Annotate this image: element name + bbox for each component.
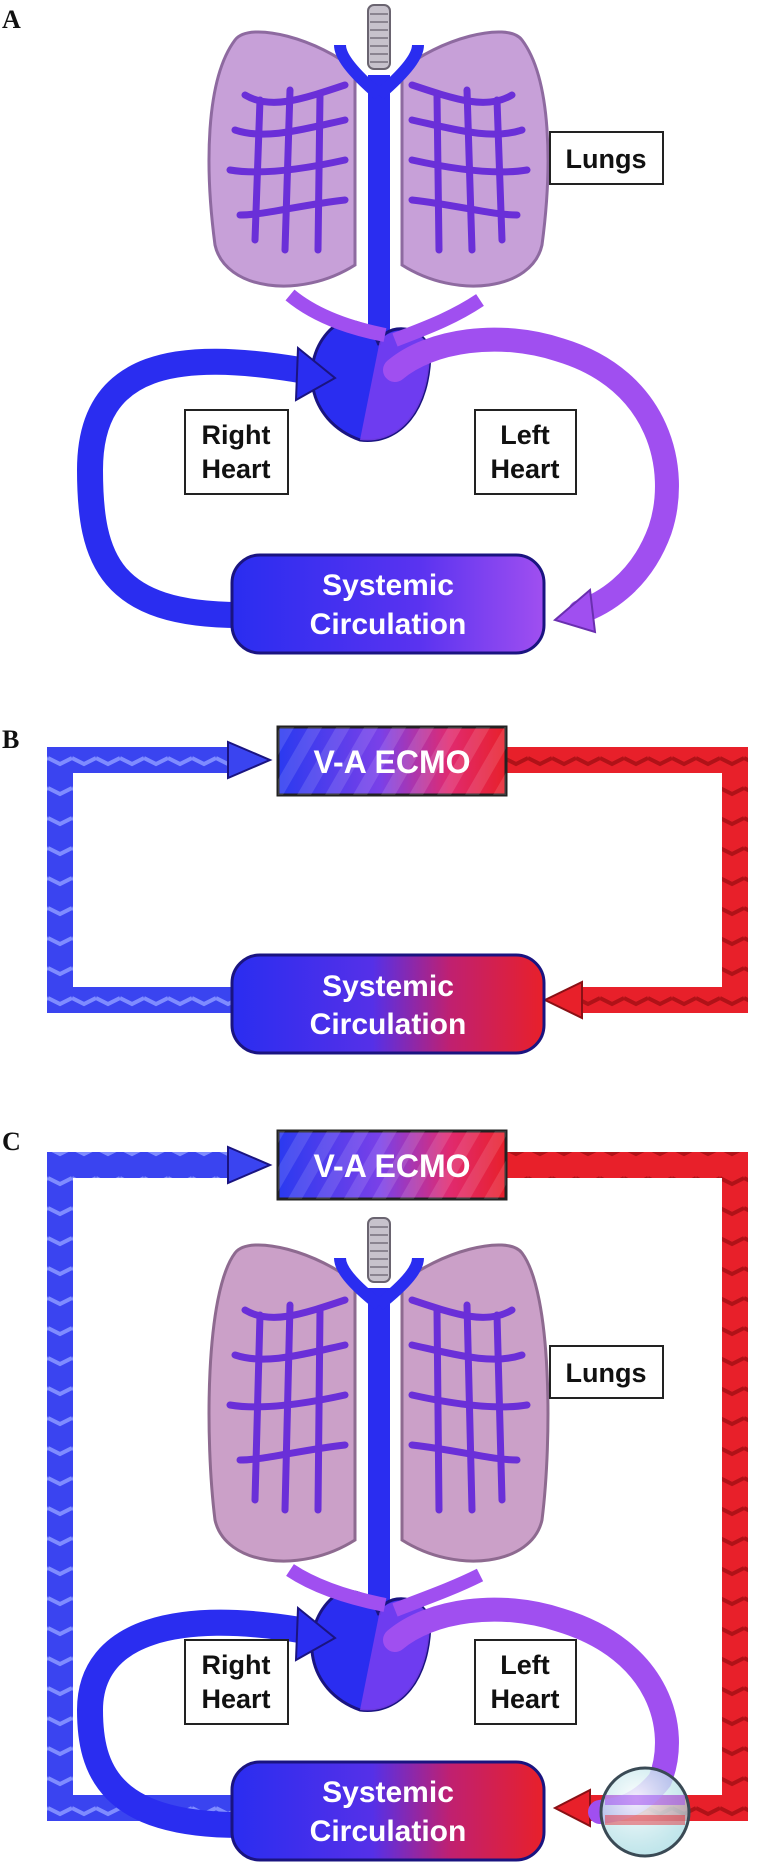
svg-text:Heart: Heart: [201, 1684, 270, 1714]
panel-c: C V-A ECMO: [2, 1127, 748, 1862]
arterial-outflow-path: [383, 327, 679, 624]
venous-drainage-cannula-b: [47, 747, 238, 1013]
ecmo-circuit-b: V-A ECMO: [276, 725, 508, 797]
trachea: [367, 4, 391, 70]
systemic-circulation-b: Systemic Circulation: [230, 953, 546, 1055]
venous-return-path: [76, 348, 313, 628]
right-heart-label-box-c: Right Heart: [184, 1639, 289, 1725]
svg-text:Circulation: Circulation: [310, 608, 467, 641]
pulmonary-veins: [285, 289, 484, 347]
panel-letter-b: B: [2, 725, 19, 754]
lungs-label-box-c: Lungs: [549, 1345, 664, 1399]
panel-a: A: [2, 4, 679, 655]
trachea-c: [367, 1217, 391, 1283]
svg-text:Heart: Heart: [201, 454, 270, 484]
svg-text:Lungs: Lungs: [566, 1358, 647, 1388]
svg-text:Systemic: Systemic: [322, 1776, 454, 1809]
venous-return-path-c: [76, 1609, 313, 1838]
right-heart-label-box-a: Right Heart: [184, 409, 289, 495]
systemic-circulation-a: Systemic Circulation: [230, 553, 546, 655]
svg-text:Heart: Heart: [490, 454, 559, 484]
lungs: [207, 30, 550, 288]
left-heart-label-box-a: Left Heart: [474, 409, 577, 495]
svg-text:Left: Left: [500, 1650, 550, 1680]
svg-text:Right: Right: [202, 420, 271, 450]
arterial-return-cannula-b: [505, 747, 748, 1013]
svg-text:Heart: Heart: [490, 1684, 559, 1714]
lungs-c: [207, 1243, 550, 1563]
ecmo-circuit-c: V-A ECMO: [276, 1129, 508, 1201]
systemic-circulation-c: Systemic Circulation: [230, 1760, 546, 1862]
panel-letter-c: C: [2, 1127, 21, 1156]
panel-letter-a: A: [2, 5, 21, 34]
lungs-label-box-a: Lungs: [549, 131, 664, 185]
left-heart-label-box-c: Left Heart: [474, 1639, 577, 1725]
svg-text:Systemic: Systemic: [322, 569, 454, 602]
svg-text:Systemic: Systemic: [322, 970, 454, 1003]
pulmonary-veins-c: [286, 1564, 484, 1617]
svg-text:V-A ECMO: V-A ECMO: [313, 1148, 470, 1184]
svg-text:Right: Right: [202, 1650, 271, 1680]
svg-text:V-A ECMO: V-A ECMO: [313, 744, 470, 780]
svg-text:Lungs: Lungs: [566, 144, 647, 174]
svg-text:Left: Left: [500, 420, 550, 450]
svg-text:Circulation: Circulation: [310, 1815, 467, 1848]
svg-text:Circulation: Circulation: [310, 1008, 467, 1041]
mixing-zone-lens: [599, 1766, 691, 1858]
panel-b: B V-A ECMO Systemic Circulation: [2, 725, 748, 1055]
